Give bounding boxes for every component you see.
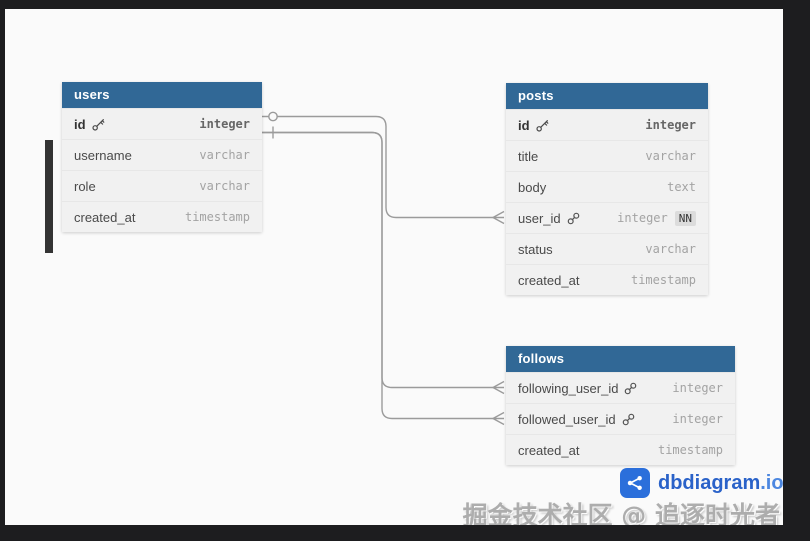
field-row-id[interactable]: id integer bbox=[62, 108, 262, 139]
field-row-user_id[interactable]: user_id integer NN bbox=[506, 202, 708, 233]
screen-artifact-bar bbox=[45, 140, 53, 253]
field-type: varchar bbox=[199, 148, 250, 162]
field-type: timestamp bbox=[630, 273, 696, 287]
field-row-created_at[interactable]: created_at timestamp bbox=[506, 264, 708, 295]
field-name: username bbox=[74, 147, 132, 163]
share-icon bbox=[625, 473, 645, 493]
frame-border-left bbox=[0, 0, 5, 541]
field-type: integer bbox=[617, 211, 668, 225]
field-type: timestamp bbox=[184, 210, 250, 224]
field-name: created_at bbox=[74, 209, 136, 225]
field-row-status[interactable]: status varchar bbox=[506, 233, 708, 264]
field-name: id bbox=[74, 116, 86, 132]
logo-text-main: dbdiagram bbox=[658, 471, 761, 494]
field-type: integer bbox=[672, 412, 723, 426]
field-name: created_at bbox=[518, 272, 580, 288]
field-type: varchar bbox=[199, 179, 250, 193]
logo-text-suffix: .io bbox=[760, 471, 784, 494]
field-row-role[interactable]: role varchar bbox=[62, 170, 262, 201]
field-name: user_id bbox=[518, 210, 561, 226]
dbdiagram-logo bbox=[620, 468, 650, 498]
frame-border-bottom bbox=[0, 525, 810, 541]
field-name: following_user_id bbox=[518, 380, 619, 396]
field-row-created_at[interactable]: created_at timestamp bbox=[62, 201, 262, 232]
field-name: body bbox=[518, 179, 547, 195]
field-row-body[interactable]: body text bbox=[506, 171, 708, 202]
field-row-following_user_id[interactable]: following_user_id integer bbox=[506, 372, 735, 403]
field-type: varchar bbox=[645, 242, 696, 256]
table-users[interactable]: users id integer username varchar role varchar… bbox=[62, 82, 262, 232]
frame-border-top bbox=[0, 0, 810, 9]
field-name: role bbox=[74, 178, 96, 194]
table-posts[interactable]: posts id integer title varchar body text user_i… bbox=[506, 83, 708, 295]
key-icon bbox=[535, 119, 549, 132]
field-row-username[interactable]: username varchar bbox=[62, 139, 262, 170]
link-icon bbox=[622, 413, 635, 426]
table-header[interactable]: users bbox=[62, 82, 262, 108]
field-name: followed_user_id bbox=[518, 411, 616, 427]
field-row-created_at[interactable]: created_at timestamp bbox=[506, 434, 735, 465]
frame-border-right bbox=[783, 0, 810, 541]
field-type: timestamp bbox=[657, 443, 723, 457]
field-name: created_at bbox=[518, 442, 580, 458]
dbdiagram-logo-text: dbdiagram.io bbox=[658, 472, 784, 495]
table-header[interactable]: follows bbox=[506, 346, 735, 372]
field-type: varchar bbox=[645, 149, 696, 163]
field-type: integer bbox=[199, 117, 250, 131]
field-name: id bbox=[518, 117, 530, 133]
field-name: status bbox=[518, 241, 553, 257]
link-icon bbox=[567, 212, 580, 225]
field-type: integer bbox=[672, 381, 723, 395]
field-name: title bbox=[518, 148, 539, 164]
table-header[interactable]: posts bbox=[506, 83, 708, 109]
not-null-badge: NN bbox=[674, 210, 696, 226]
field-row-id[interactable]: id integer bbox=[506, 109, 708, 140]
key-icon bbox=[91, 118, 105, 131]
dbdiagram-branding[interactable]: dbdiagram.io bbox=[620, 468, 784, 498]
field-type: integer bbox=[645, 118, 696, 132]
field-row-title[interactable]: title varchar bbox=[506, 140, 708, 171]
link-icon bbox=[624, 382, 637, 395]
field-row-followed_user_id[interactable]: followed_user_id integer bbox=[506, 403, 735, 434]
field-type: text bbox=[667, 180, 696, 194]
